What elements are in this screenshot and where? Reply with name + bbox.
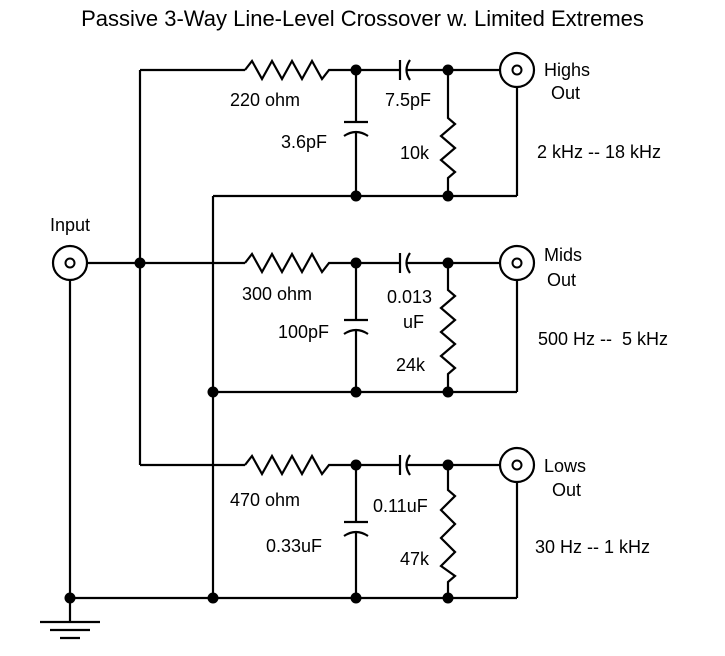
shunt-cap-label-lows: 0.33uF	[266, 536, 322, 556]
series-cap-label-lows: 0.11uF	[373, 496, 428, 516]
output-label-mids-2: Out	[547, 270, 576, 290]
band-label-lows: 30 Hz -- 1 kHz	[535, 537, 650, 557]
series-resistor-highs	[244, 58, 356, 82]
series-cap-label-highs: 7.5pF	[385, 90, 431, 110]
output-jack-lows	[498, 446, 536, 484]
input-label: Input	[50, 215, 90, 235]
resistor-label-mids: 300 ohm	[242, 284, 312, 304]
resistor-label-lows: 470 ohm	[230, 490, 300, 510]
resistor-label-highs: 220 ohm	[230, 90, 300, 110]
ground-symbol	[40, 620, 100, 640]
input-bus-wires	[87, 68, 245, 467]
load-resistor-highs	[439, 70, 457, 196]
diagram-title: Passive 3-Way Line-Level Crossover w. Li…	[81, 6, 644, 31]
output-label-mids-1: Mids	[544, 245, 582, 265]
stage-mids: 300 ohm 100pF 0.013 uF 24k Mids Out 500 …	[242, 244, 668, 392]
load-res-label-mids: 24k	[396, 355, 426, 375]
load-res-label-lows: 47k	[400, 549, 430, 569]
load-resistor-lows	[439, 465, 457, 598]
series-cap-label-mids-2: uF	[403, 312, 424, 332]
series-cap-label-mids-1: 0.013	[387, 287, 432, 307]
shunt-cap-label-mids: 100pF	[278, 322, 329, 342]
output-jack-highs	[498, 51, 536, 89]
output-jack-mids	[498, 244, 536, 282]
output-label-lows-2: Out	[552, 480, 581, 500]
band-label-mids: 500 Hz -- 5 kHz	[538, 329, 668, 349]
series-resistor-lows	[244, 453, 356, 477]
shunt-cap-label-highs: 3.6pF	[281, 132, 327, 152]
output-label-highs-1: Highs	[544, 60, 590, 80]
input-jack	[51, 244, 89, 282]
output-label-highs-2: Out	[551, 83, 580, 103]
junction-dots	[64, 190, 454, 604]
stage-lows: 470 ohm 0.33uF 0.11uF 47k Lows Out 30 Hz…	[230, 446, 650, 598]
output-label-lows-1: Lows	[544, 456, 586, 476]
load-resistor-mids	[439, 263, 457, 392]
load-res-label-highs: 10k	[400, 143, 430, 163]
stage-highs: 220 ohm 3.6pF 7.5pF 10k Highs Out 2 kHz …	[230, 51, 661, 196]
band-label-highs: 2 kHz -- 18 kHz	[537, 142, 661, 162]
series-resistor-mids	[244, 251, 356, 275]
